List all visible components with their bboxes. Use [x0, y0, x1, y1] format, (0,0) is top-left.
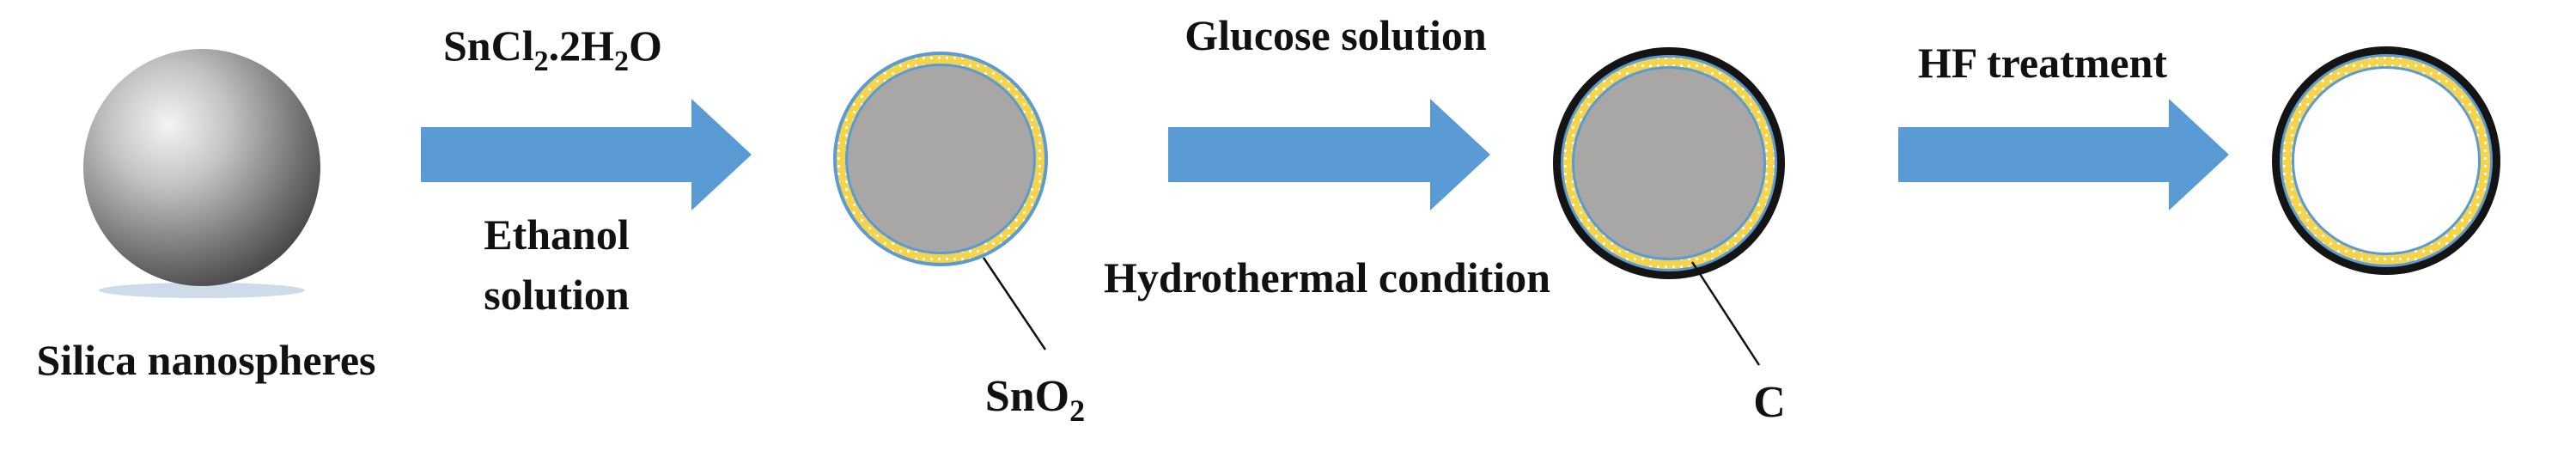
reagent-sncl2: SnCl2.2H2O	[443, 21, 662, 77]
reagent-hf: HF treatment	[1918, 39, 2168, 87]
carbon-label: C	[1753, 378, 1786, 427]
silica-caption: Silica nanospheres	[37, 336, 376, 384]
sno2-label: SnO2	[985, 372, 1085, 428]
reagent-glucose: Glucose solution	[1184, 11, 1487, 59]
sno2-coated-sphere	[833, 52, 1048, 266]
condition-ethanol-line-2: solution	[484, 271, 630, 319]
hollow-sno2-carbon-sphere	[2272, 46, 2500, 275]
process-arrow-2	[1168, 99, 1490, 210]
carbon-coated-sphere	[1553, 47, 1785, 279]
condition-ethanol-line-1: Ethanol	[484, 210, 630, 259]
carbon-callout-line	[1690, 261, 1761, 366]
silica-nanosphere	[83, 49, 320, 298]
process-arrow-3	[1898, 99, 2229, 210]
condition-hydrothermal: Hydrothermal condition	[1104, 253, 1550, 302]
process-arrow-1	[421, 99, 752, 210]
sno2-callout-line	[982, 257, 1047, 350]
